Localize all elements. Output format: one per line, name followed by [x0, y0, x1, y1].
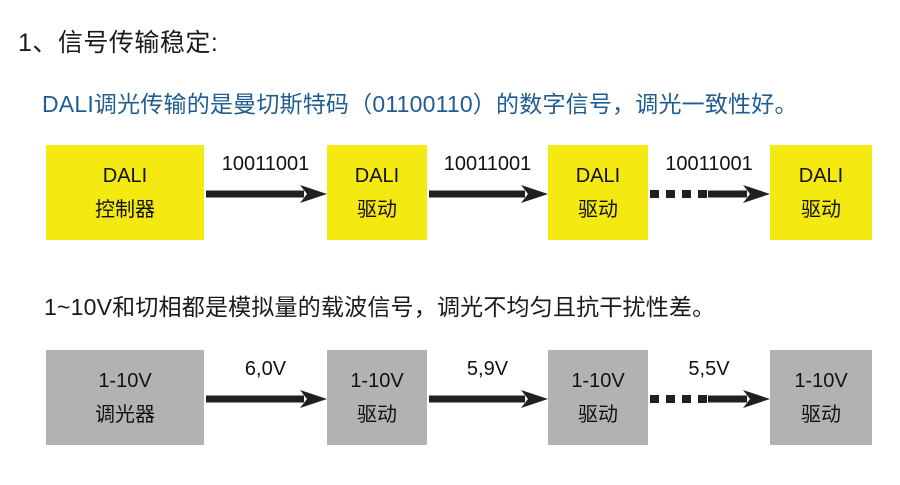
arrow-right-icon	[429, 185, 548, 203]
dali-caption: DALI调光传输的是曼切斯特码（01100110）的数字信号，调光一致性好。	[42, 91, 798, 117]
analog-connector-3-label: 5,5V	[688, 358, 730, 380]
analog-node-driver-2[interactable]: 1-10V 驱动	[548, 350, 648, 445]
dali-connector-3-label: 10011001	[665, 153, 753, 175]
dali-connector-1: 10011001	[204, 145, 327, 240]
analog-node-dimmer[interactable]: 1-10V 调光器	[46, 350, 204, 445]
analog-flow-row: 1-10V 调光器 6,0V 1-10V 驱动 5,9V 1-10V	[0, 350, 900, 445]
dali-connector-3: 10011001	[648, 145, 770, 240]
analog-connector-1: 6,0V	[204, 350, 327, 445]
analog-node-driver-1[interactable]: 1-10V 驱动	[327, 350, 427, 445]
arrow-right-dashed-icon	[650, 390, 770, 408]
node-label-primary: 1-10V	[571, 369, 625, 392]
node-label-secondary: 驱动	[578, 198, 618, 221]
dali-node-controller[interactable]: DALI 控制器	[46, 145, 204, 240]
dali-node-driver-1[interactable]: DALI 驱动	[327, 145, 427, 240]
analog-node-driver-3[interactable]: 1-10V 驱动	[770, 350, 872, 445]
analog-connector-1-label: 6,0V	[244, 358, 287, 380]
node-label-secondary: 驱动	[357, 198, 397, 221]
arrow-right-icon	[206, 185, 327, 203]
dali-node-driver-2[interactable]: DALI 驱动	[548, 145, 648, 240]
node-label-primary: DALI	[798, 164, 844, 187]
analog-connector-2: 5,9V	[427, 350, 548, 445]
node-label-primary: 1-10V	[794, 369, 848, 392]
node-label-secondary: 调光器	[95, 403, 155, 426]
dali-flow-row: DALI 控制器 10011001 DALI 驱动 10011001 D	[0, 145, 900, 240]
node-label-secondary: 驱动	[801, 403, 841, 426]
dali-connector-2-label: 10011001	[443, 153, 532, 175]
dali-node-driver-3[interactable]: DALI 驱动	[770, 145, 872, 240]
node-label-secondary: 驱动	[801, 198, 841, 221]
node-label-primary: DALI	[354, 164, 400, 187]
dali-connector-1-label: 10011001	[221, 153, 310, 175]
node-label-primary: 1-10V	[350, 369, 404, 392]
arrow-right-dashed-icon	[650, 185, 770, 203]
page-title: 1、信号传输稳定:	[18, 29, 219, 57]
analog-connector-2-label: 5,9V	[466, 358, 509, 380]
node-label-primary: DALI	[575, 164, 621, 187]
node-label-secondary: 驱动	[357, 403, 397, 426]
dali-connector-2: 10011001	[427, 145, 548, 240]
node-label-secondary: 驱动	[578, 403, 618, 426]
analog-connector-3: 5,5V	[648, 350, 770, 445]
node-label-secondary: 控制器	[95, 198, 155, 221]
node-label-primary: 1-10V	[98, 369, 152, 392]
arrow-right-icon	[206, 390, 327, 408]
node-label-primary: DALI	[102, 164, 148, 187]
analog-caption: 1~10V和切相都是模拟量的载波信号，调光不均匀且抗干扰性差。	[44, 294, 716, 320]
arrow-right-icon	[429, 390, 548, 408]
